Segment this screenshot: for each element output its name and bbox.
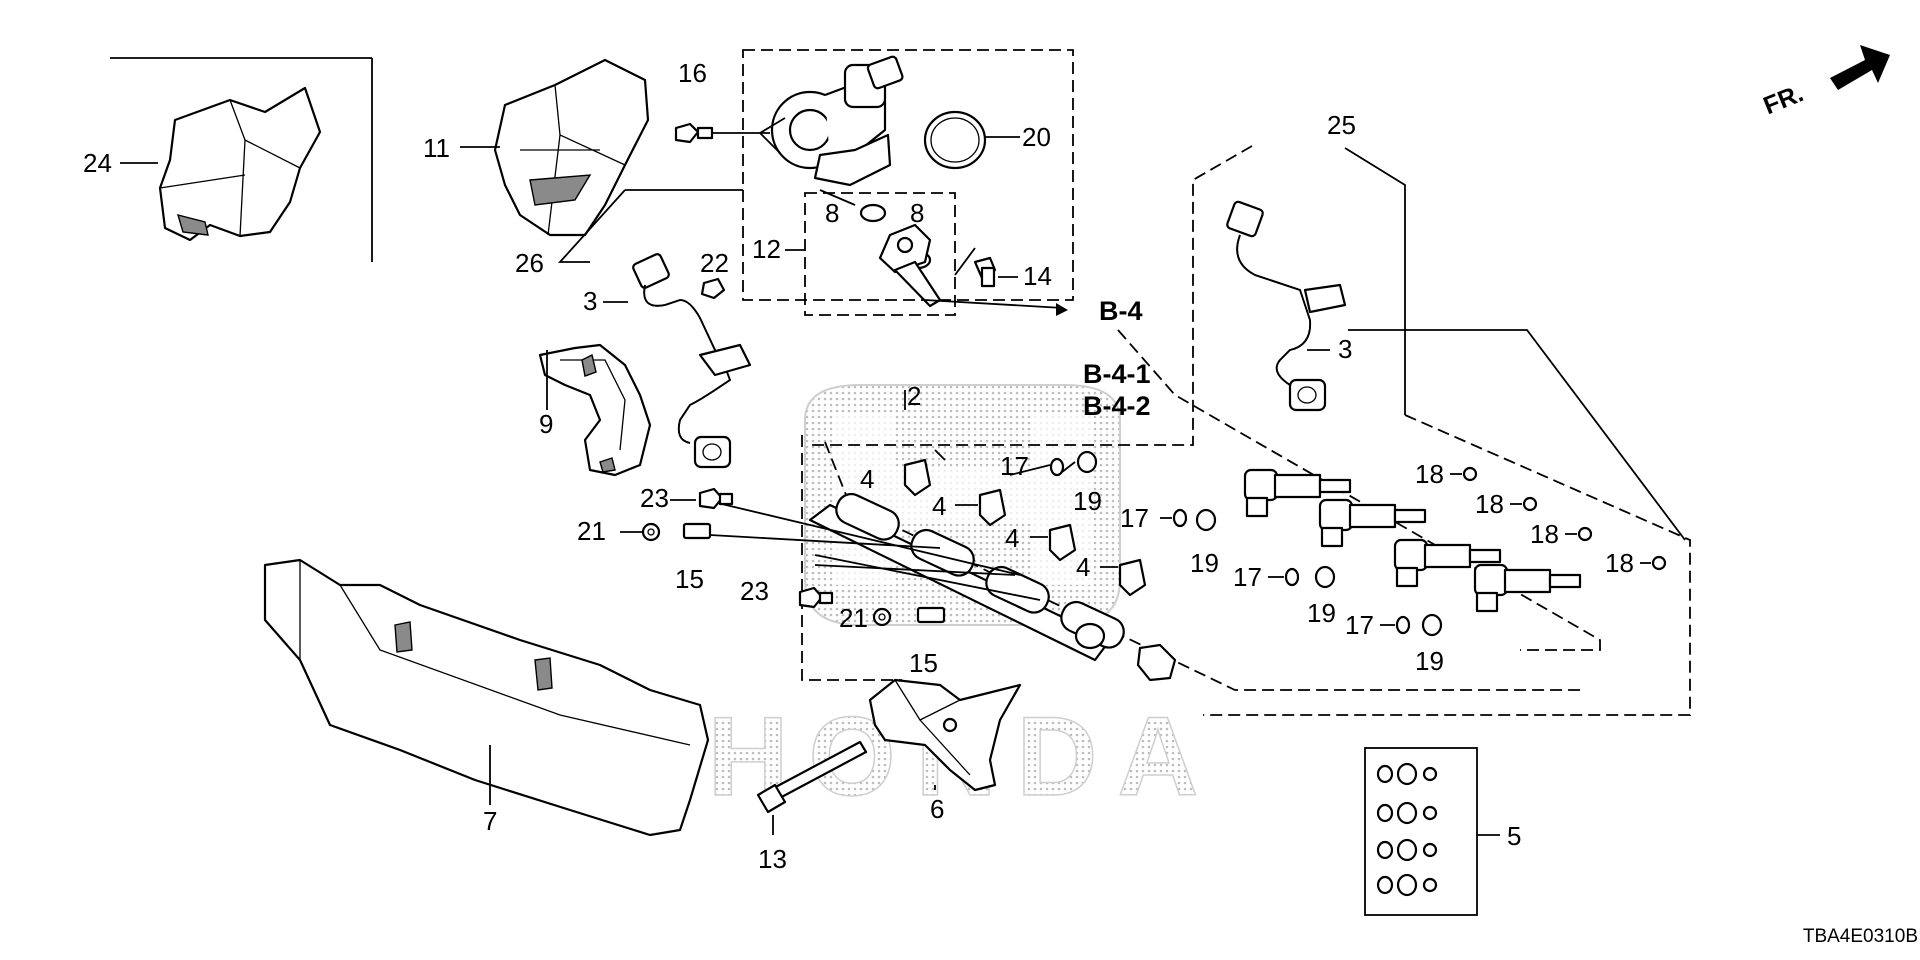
callout-19-d: 19 [1415,646,1444,676]
callout-22: 22 [700,248,729,278]
callout-7: 7 [483,806,497,836]
callout-4-d: 4 [1076,552,1090,582]
callout-4-a: 4 [860,464,874,494]
part-group-fuel-pump [557,49,1074,316]
callout-18-c: 18 [1530,519,1559,549]
callout-18-d: 18 [1605,548,1634,578]
callout-19-a: 19 [1073,486,1102,516]
part-6-bracket [868,678,1022,792]
part-5-seal-kit [1364,747,1500,916]
callout-24: 24 [83,148,112,178]
callout-4-b: 4 [932,491,946,521]
part-3-fuel-pipe [603,253,752,469]
leader-lines [934,449,1651,626]
callout-23-b: 23 [740,576,769,606]
reference-b4-1[interactable]: B-4-1 [1083,359,1151,389]
callout-17-a: 17 [1000,451,1029,481]
callout-19-c: 19 [1307,598,1336,628]
callout-17-d: 17 [1345,610,1374,640]
callout-18-a: 18 [1415,459,1444,489]
callout-8-b: 8 [910,198,924,228]
part-2-fuel-rail [704,390,1580,691]
callout-5: 5 [1507,821,1521,851]
callout-labels: 2 3 3 4 4 4 4 5 6 7 8 8 9 11 12 13 14 15… [83,58,1634,874]
diagram-code: TBA4E0310B [1803,926,1918,947]
callout-3-right: 3 [1338,334,1352,364]
callout-25: 25 [1327,110,1356,140]
callout-11: 11 [423,133,450,163]
reference-b4-2[interactable]: B-4-2 [1083,391,1151,421]
part-9-bracket [538,343,652,477]
part-4-clips [903,458,1147,597]
callout-3-upper: 3 [583,286,597,316]
seals-17-19 [1049,450,1443,637]
callout-15-a: 15 [675,564,704,594]
callout-8-a: 8 [825,198,839,228]
callout-14: 14 [1023,261,1052,291]
small-fasteners [620,487,946,627]
callout-17-c: 17 [1233,562,1262,592]
callout-20: 20 [1022,122,1051,152]
callout-2: 2 [907,381,921,411]
callout-26: 26 [515,248,544,278]
callout-23-a: 23 [640,483,669,513]
part-13-bolt [756,740,868,835]
callout-4-c: 4 [1005,523,1019,553]
callout-21-b: 21 [839,603,868,633]
callout-18-b: 18 [1475,489,1504,519]
part-11-heat-shield [460,58,650,237]
callout-9: 9 [539,409,553,439]
callout-16: 16 [678,58,707,88]
direction-label: FR. [1760,79,1808,120]
forward-arrow-icon: FR. [1760,45,1890,120]
callout-13: 13 [758,844,787,874]
reference-b4[interactable]: B-4 [1099,296,1143,326]
part-group-18-clips [1117,329,1686,651]
callout-6: 6 [930,794,944,824]
callout-15-b: 15 [909,648,938,678]
injectors [1243,468,1582,613]
callout-12: 12 [752,234,781,264]
part-group-25-pipe [810,145,1691,716]
callout-17-b: 17 [1120,503,1149,533]
callout-21-a: 21 [577,516,606,546]
part-7-engine-cover [263,558,710,837]
callout-19-b: 19 [1190,548,1219,578]
part-24-cover [110,57,373,262]
reference-codes[interactable]: B-4 B-4-1 B-4-2 [1083,296,1151,421]
